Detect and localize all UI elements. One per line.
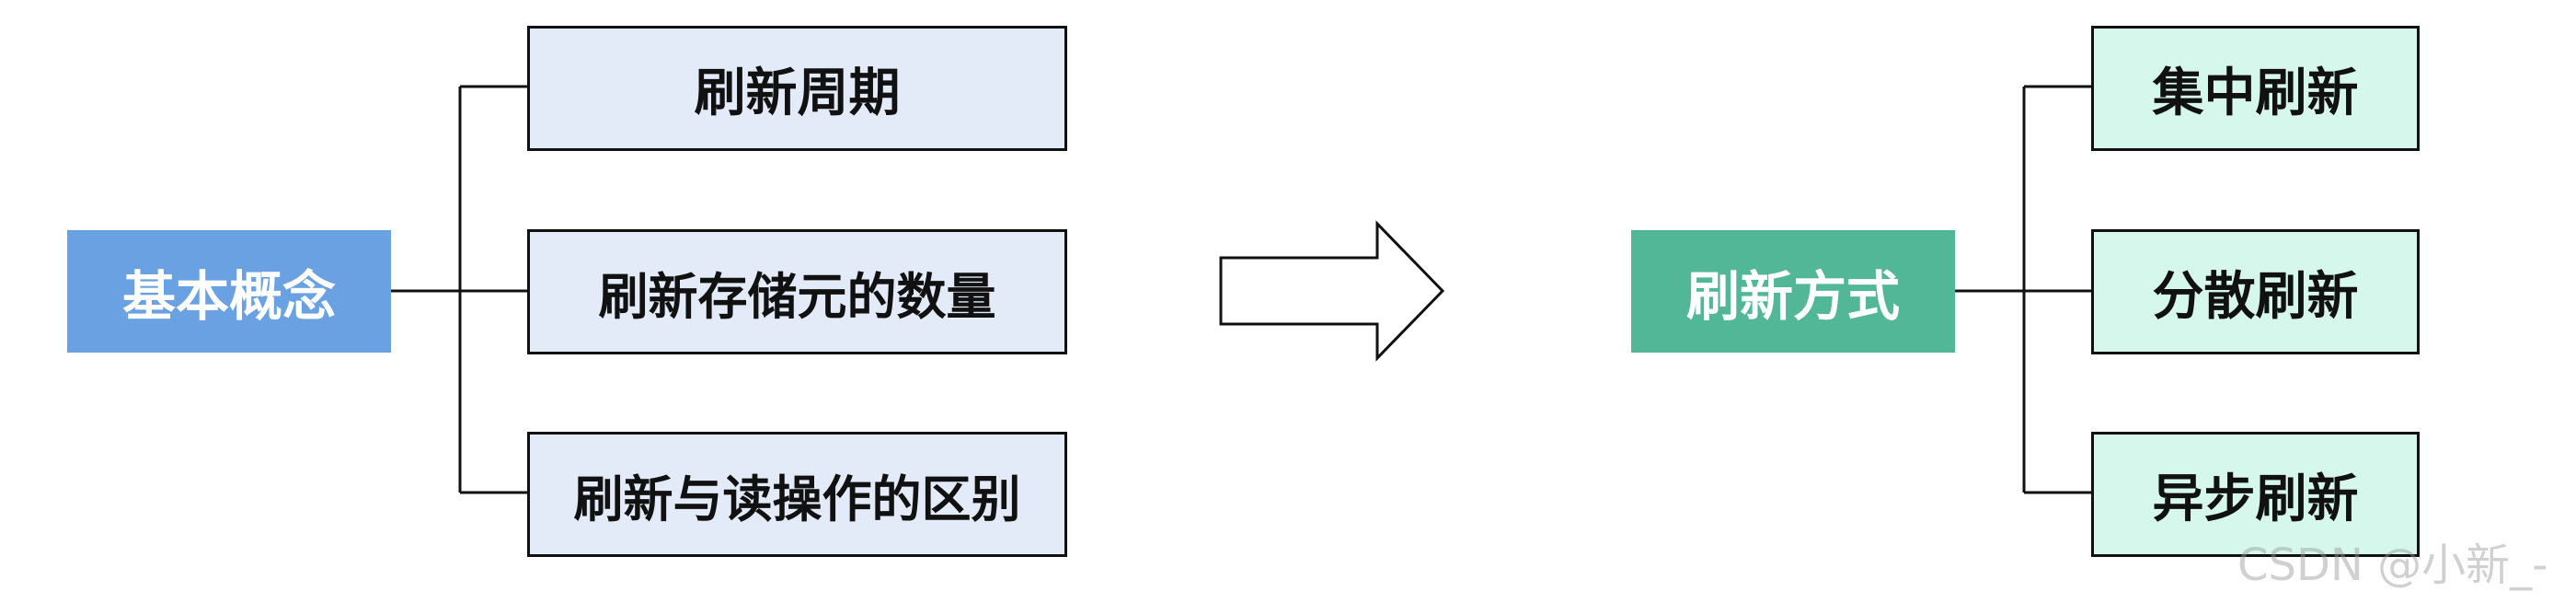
watermark: CSDN @小新_-: [2237, 539, 2548, 591]
left-child-node-1: 刷新周期: [527, 26, 1067, 151]
left-child-node-2: 刷新存储元的数量: [527, 229, 1067, 354]
right-root-node: 刷新方式: [1631, 230, 1955, 353]
left-child-node-3: 刷新与读操作的区别: [527, 432, 1067, 557]
left-tree-connectors: [391, 85, 527, 494]
left-root-node: 基本概念: [67, 230, 391, 353]
right-arrow-icon: [1219, 220, 1445, 362]
right-child-node-3: 异步刷新: [2091, 432, 2420, 557]
right-child-node-2: 分散刷新: [2091, 229, 2420, 354]
right-tree-connectors: [1955, 85, 2091, 494]
right-child-node-1: 集中刷新: [2091, 26, 2420, 151]
